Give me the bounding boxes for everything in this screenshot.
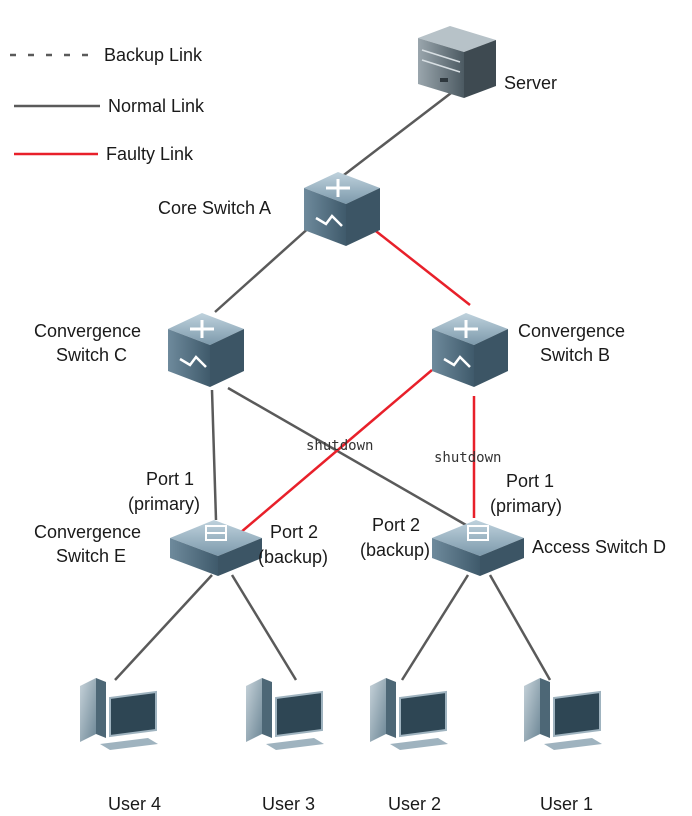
link-conve-user4 (114, 574, 213, 681)
convergence-switch-c-label-line2: Switch C (56, 345, 127, 365)
core-switch-a-label: Core Switch A (158, 198, 271, 218)
user-2-label: User 2 (388, 794, 441, 814)
legend-backup-label: Backup Link (104, 45, 203, 65)
server-icon (418, 26, 496, 98)
switch-d-port1-role: (primary) (490, 496, 562, 516)
legend-normal-label: Normal Link (108, 96, 205, 116)
link-core-convc (214, 224, 313, 313)
switch-e-port1-label: Port 1 (146, 469, 194, 489)
user-4-label: User 4 (108, 794, 161, 814)
user-4-pc-icon (80, 678, 158, 750)
convergence-switch-c-label-line1: Convergence (34, 321, 141, 341)
switch-d-port2-role: (backup) (360, 540, 430, 560)
server-label: Server (504, 73, 557, 93)
convergence-switch-b-label-line2: Switch B (540, 345, 610, 365)
shutdown-annotation-right: shutdown (434, 450, 501, 466)
switch-d-port2-label: Port 2 (372, 515, 420, 535)
legend: Backup Link Normal Link Faulty Link (10, 45, 205, 164)
access-switch-d-label: Access Switch D (532, 537, 666, 557)
core-switch-a-icon (304, 172, 380, 246)
shutdown-annotation-left: shutdown (306, 438, 373, 454)
convergence-switch-b-icon (432, 313, 508, 387)
switch-e-port2-role: (backup) (258, 547, 328, 567)
link-conve-user3 (230, 574, 298, 681)
switch-e-port1-role: (primary) (128, 494, 200, 514)
link-accessd-user1 (488, 574, 552, 681)
user-3-pc-icon (246, 678, 324, 750)
user-1-label: User 1 (540, 794, 593, 814)
link-server-core (339, 89, 456, 179)
convergence-switch-e-label-line1: Convergence (34, 522, 141, 542)
convergence-switch-b-label-line1: Convergence (518, 321, 625, 341)
switch-e-port2-label: Port 2 (270, 522, 318, 542)
convergence-switch-c-icon (168, 313, 244, 387)
link-accessd-user2 (400, 574, 470, 681)
user-3-label: User 3 (262, 794, 315, 814)
link-convb-conve (239, 369, 433, 534)
links (114, 89, 552, 681)
link-core-convb (371, 227, 471, 306)
convergence-switch-e-label-line2: Switch E (56, 546, 126, 566)
switch-d-port1-label: Port 1 (506, 471, 554, 491)
user-2-pc-icon (370, 678, 448, 750)
user-1-pc-icon (524, 678, 602, 750)
legend-faulty-label: Faulty Link (106, 144, 194, 164)
link-convc-accessd (227, 386, 467, 527)
link-convc-conve (210, 389, 218, 521)
access-switch-d-icon (432, 520, 524, 576)
convergence-switch-e-icon (170, 520, 262, 576)
